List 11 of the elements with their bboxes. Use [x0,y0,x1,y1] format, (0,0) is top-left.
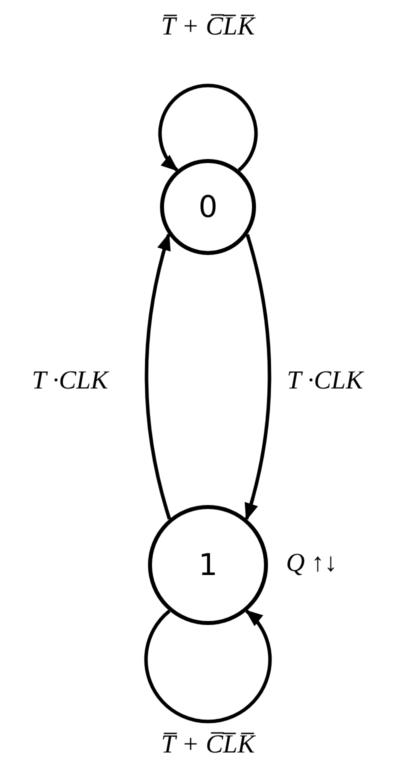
self-loop-arrow [144,610,272,724]
transition-arrow [244,234,272,521]
self-loop-arrow [158,84,258,172]
edge-label: T̅ + C̅L̅K̅ [161,728,255,760]
output-label: Q ↑↓ [286,548,338,578]
state-label: 0 [198,190,218,224]
state-label: 1 [198,548,218,582]
transition-arrow [144,232,172,520]
edge-label: T ·CLK [286,364,364,396]
edge-label: T̅ + C̅L̅K̅ [161,10,255,42]
edge-label: T ·CLK [32,364,108,396]
